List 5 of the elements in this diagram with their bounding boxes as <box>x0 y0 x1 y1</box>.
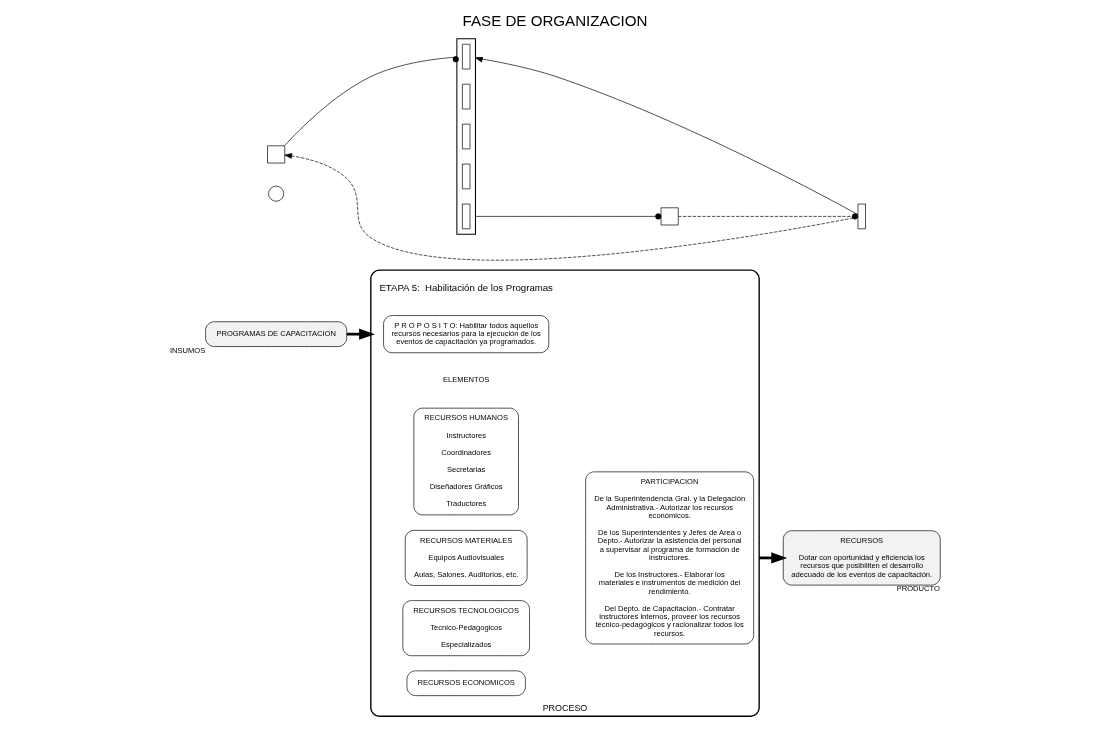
node-label: PRODUCTO <box>896 584 940 594</box>
diagram-title: FASE DE ORGANIZACION <box>462 12 648 30</box>
label: ELEMENTOS <box>442 375 490 385</box>
node-label: INSUMOS <box>170 345 206 355</box>
node-label: PROCESO <box>542 703 588 714</box>
